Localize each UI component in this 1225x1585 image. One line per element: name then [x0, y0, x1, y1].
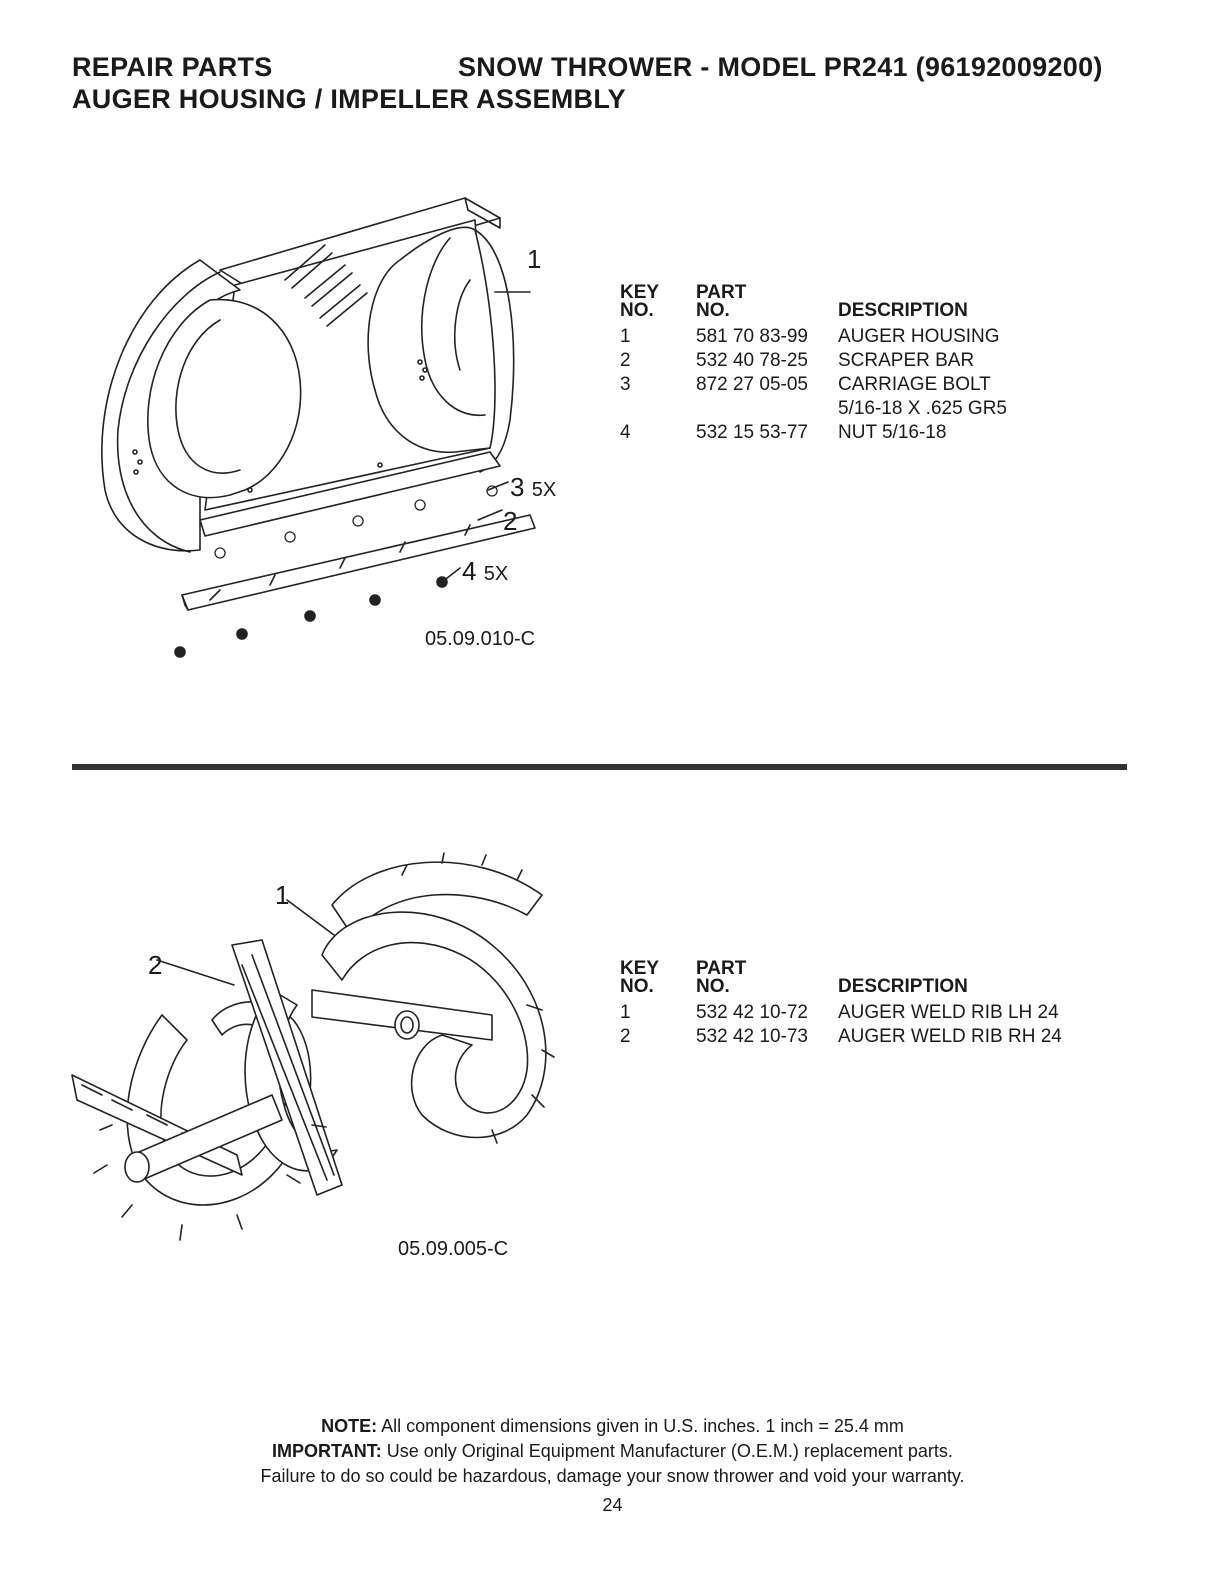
header-section-title: REPAIR PARTS [72, 52, 273, 82]
footer-warning: Failure to do so could be hazardous, dam… [260, 1466, 965, 1486]
footer-note: NOTE: All component dimensions given in … [0, 1416, 1225, 1437]
parts-table-1: KEY NO. PART NO. DESCRIPTION 1 581 70 83… [620, 282, 1140, 462]
row-4-desc: NUT 5/16-18 [838, 422, 947, 443]
row-3-desc-2: 5/16-18 X .625 GR5 [838, 398, 1007, 419]
note-label: NOTE: [321, 1416, 378, 1436]
header-model-title: SNOW THROWER - MODEL PR241 (96192009200) [458, 52, 1103, 82]
callout-4-qty: 5X [483, 563, 509, 585]
page-number: 24 [602, 1495, 623, 1515]
parts-table-2: KEY NO. PART NO. DESCRIPTION 1 532 42 10… [620, 958, 1140, 1058]
row-4-key: 4 [620, 422, 631, 443]
row-2-part: 532 42 10-73 [696, 1026, 808, 1047]
figure-ref-1: 05.09.010-C [425, 628, 536, 650]
col-key-header-1: KEY [620, 958, 660, 979]
row-3-part: 872 27 05-05 [696, 374, 808, 395]
callout-3: 3 5X [510, 472, 556, 503]
col-key-header-2: NO. [620, 300, 654, 321]
col-description-header: DESCRIPTION [838, 300, 968, 321]
row-1-part: 581 70 83-99 [696, 326, 808, 347]
row-2-key: 2 [620, 1026, 631, 1047]
callout-4: 4 5X [462, 556, 508, 587]
callout-auger-1: 1 [275, 880, 290, 910]
row-4-part: 532 15 53-77 [696, 422, 808, 443]
callout-3-number: 3 [510, 472, 525, 502]
row-2-key: 2 [620, 350, 631, 371]
row-1-desc: AUGER WELD RIB LH 24 [838, 1002, 1059, 1023]
row-1-key: 1 [620, 1002, 631, 1023]
footer-important: IMPORTANT: Use only Original Equipment M… [0, 1441, 1225, 1462]
callout-4-number: 4 [462, 556, 477, 586]
row-2-desc: AUGER WELD RIB RH 24 [838, 1026, 1062, 1047]
col-part-header-1: PART [696, 958, 747, 979]
callout-1: 1 [527, 244, 542, 274]
col-key-header-2: NO. [620, 976, 654, 997]
important-text: Use only Original Equipment Manufacturer… [381, 1441, 953, 1461]
col-description-header: DESCRIPTION [838, 976, 968, 997]
section-divider [72, 764, 1127, 770]
col-part-header-1: PART [696, 282, 747, 303]
note-text: All component dimensions given in U.S. i… [377, 1416, 904, 1436]
callout-auger-2: 2 [148, 950, 163, 980]
auger-diagram [72, 845, 592, 1285]
row-2-part: 532 40 78-25 [696, 350, 808, 371]
row-1-part: 532 42 10-72 [696, 1002, 808, 1023]
row-3-key: 3 [620, 374, 631, 395]
col-key-header-1: KEY [620, 282, 660, 303]
row-1-key: 1 [620, 326, 631, 347]
row-1-desc: AUGER HOUSING [838, 326, 1000, 347]
callout-3-qty: 5X [531, 479, 557, 501]
auger-housing-diagram [70, 190, 630, 670]
callout-2: 2 [503, 506, 518, 536]
row-2-desc: SCRAPER BAR [838, 350, 975, 371]
important-label: IMPORTANT: [272, 1441, 382, 1461]
figure-ref-2: 05.09.005-C [398, 1238, 509, 1260]
row-3-desc: CARRIAGE BOLT [838, 374, 991, 395]
col-part-header-2: NO. [696, 976, 730, 997]
col-part-header-2: NO. [696, 300, 730, 321]
header-assembly-title: AUGER HOUSING / IMPELLER ASSEMBLY [72, 84, 626, 114]
